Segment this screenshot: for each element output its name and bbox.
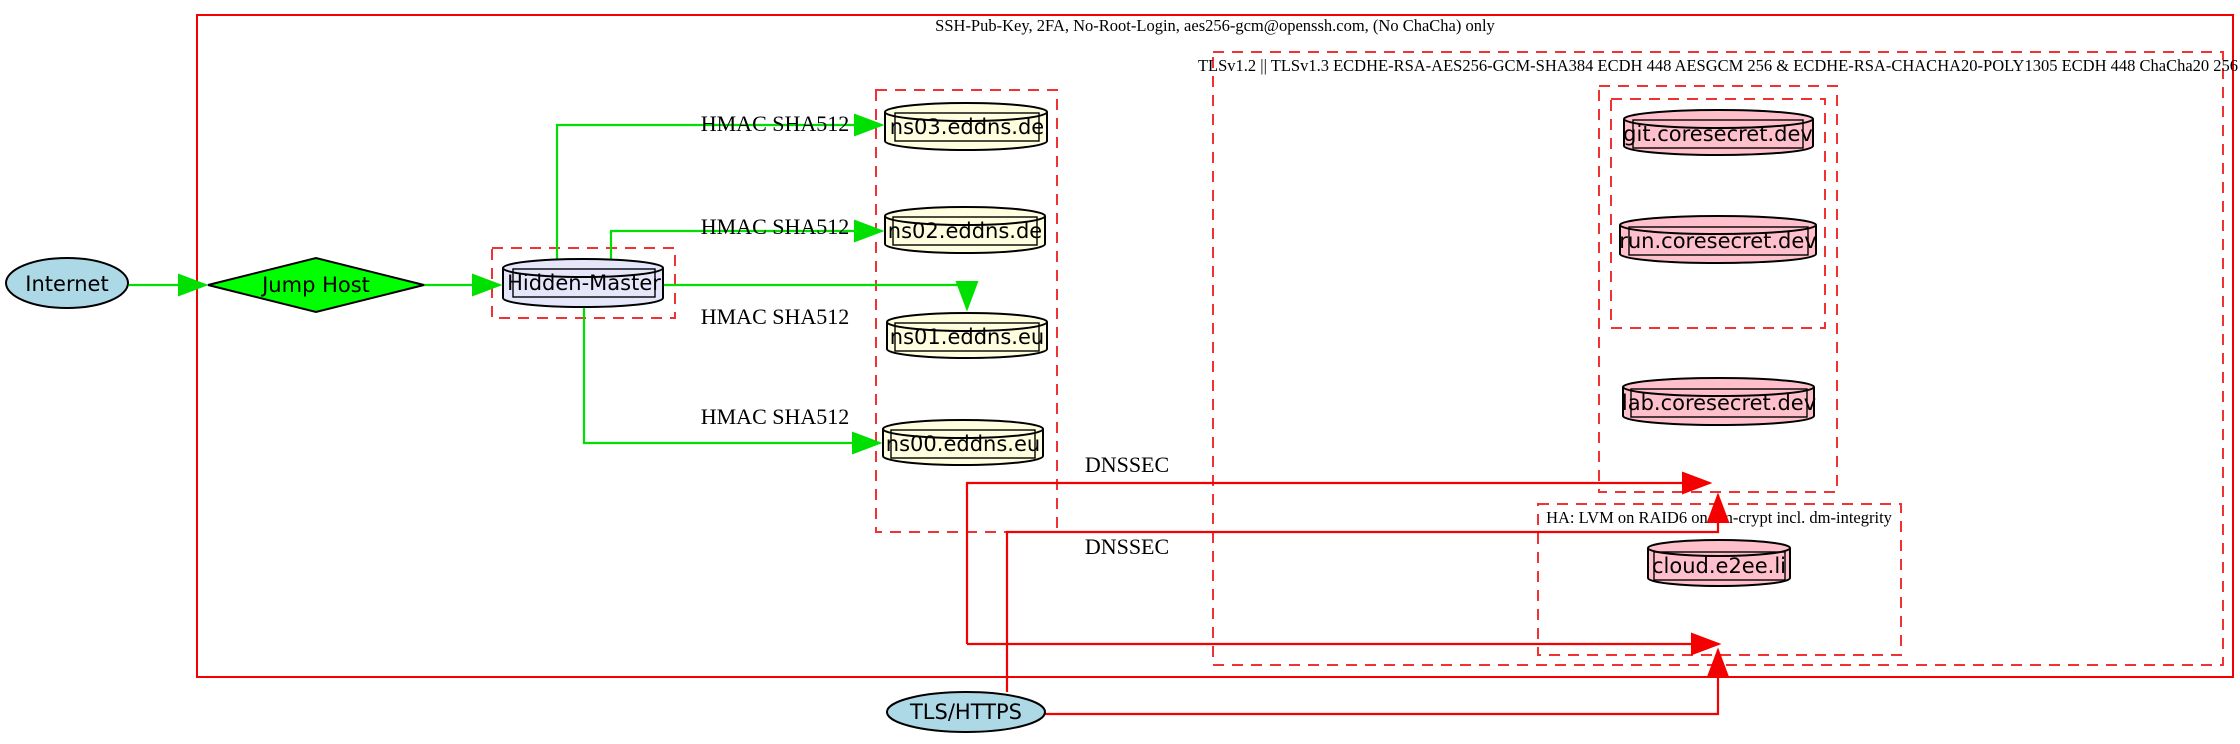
node-lab: lab.coresecret.dev	[1622, 377, 1816, 426]
lab-label: lab.coresecret.dev	[1622, 391, 1816, 415]
internet-label: Internet	[25, 272, 108, 296]
ns03-label-box	[894, 112, 1040, 142]
ns00-label: ns00.eddns.eu	[886, 432, 1040, 456]
cluster-tls-label: TLSv1.2 || TLSv1.3 ECDHE-RSA-AES256-GCM-…	[1198, 56, 2238, 75]
edge-label-hmac-ns02: HMAC SHA512	[701, 214, 850, 239]
ns01-label: ns01.eddns.eu	[890, 325, 1044, 349]
git-cylinder-lid	[1623, 109, 1814, 129]
git-cylinder	[1623, 119, 1814, 156]
hidden-master-label: Hidden-Master	[507, 271, 661, 295]
cluster-ssh-label: SSH-Pub-Key, 2FA, No-Root-Login, aes256-…	[935, 16, 1495, 35]
node-tls-https: TLS/HTTPS	[886, 691, 1046, 733]
ns02-cylinder-lid	[884, 206, 1046, 226]
edge-label-dnssec-2: DNSSEC	[1085, 534, 1169, 559]
ns00-cylinder	[882, 429, 1044, 466]
tls-https-ellipse	[886, 691, 1046, 733]
ns03-label: ns03.eddns.de	[890, 115, 1044, 139]
lab-cylinder-lid	[1622, 377, 1815, 397]
ns01-label-box	[894, 322, 1040, 352]
node-cloud: cloud.e2ee.li	[1647, 539, 1791, 587]
node-ns02: ns02.eddns.de	[884, 206, 1046, 254]
cluster-coresecret-box	[1598, 85, 1838, 493]
edge-hiddenmaster-ns02	[609, 219, 885, 262]
git-label: git.coresecret.dev	[1623, 122, 1813, 146]
node-ns01: ns01.eddns.eu	[886, 312, 1048, 359]
jump-host-label: Jump Host	[260, 273, 370, 297]
ns02-label-box	[892, 216, 1038, 246]
cloud-cylinder	[1647, 548, 1791, 587]
edge-tlshttps-ha	[1045, 647, 1730, 716]
ns01-cylinder-lid	[886, 312, 1048, 332]
edge-hiddenmaster-ns03	[555, 113, 885, 262]
git-label-box	[1632, 119, 1804, 149]
node-hidden-master: Hidden-Master	[502, 258, 664, 308]
edge-hiddenmaster-ns00	[582, 306, 883, 455]
edge-label-hmac-ns03: HMAC SHA512	[701, 111, 850, 136]
ns02-label: ns02.eddns.de	[888, 219, 1042, 243]
node-jump-host: Jump Host	[207, 256, 425, 314]
ns00-label-box	[890, 429, 1036, 459]
cloud-label-box	[1653, 551, 1786, 581]
node-internet: Internet	[5, 257, 129, 309]
cluster-ssh-box	[196, 14, 2234, 678]
edge-label-hmac-ns00: HMAC SHA512	[701, 404, 850, 429]
hidden-master-cylinder-lid	[502, 258, 664, 278]
node-run: run.coresecret.dev	[1619, 215, 1817, 264]
run-cylinder-lid	[1619, 215, 1817, 235]
ns00-cylinder-lid	[882, 419, 1044, 439]
internet-ellipse	[5, 257, 129, 309]
run-label-box	[1628, 226, 1809, 256]
node-ns00: ns00.eddns.eu	[882, 419, 1044, 466]
edge-label-hmac-ns01: HMAC SHA512	[701, 304, 850, 329]
lab-label-box	[1630, 388, 1808, 418]
edge-hiddenmaster-ns01	[663, 280, 979, 312]
edge-dnssec-coresecret	[965, 471, 1713, 644]
cluster-coresecret-inner-box	[1610, 98, 1826, 329]
cloud-label: cloud.e2ee.li	[1652, 554, 1786, 578]
jump-host-diamond	[207, 256, 425, 314]
lab-cylinder	[1622, 387, 1815, 426]
run-cylinder	[1619, 225, 1817, 264]
node-git: git.coresecret.dev	[1623, 109, 1814, 156]
cluster-ha-label: HA: LVM on RAID6 on dm-crypt incl. dm-in…	[1546, 508, 1893, 527]
run-label: run.coresecret.dev	[1619, 229, 1817, 253]
edge-label-dnssec-1: DNSSEC	[1085, 452, 1169, 477]
node-ns03: ns03.eddns.de	[884, 102, 1048, 151]
tls-https-label: TLS/HTTPS	[909, 700, 1022, 724]
ns02-cylinder	[884, 216, 1046, 254]
hidden-master-label-box	[512, 268, 656, 298]
edge-tlshttps-coresecret	[1005, 492, 1730, 692]
ns01-cylinder	[886, 322, 1048, 359]
ns03-cylinder-lid	[884, 102, 1048, 122]
